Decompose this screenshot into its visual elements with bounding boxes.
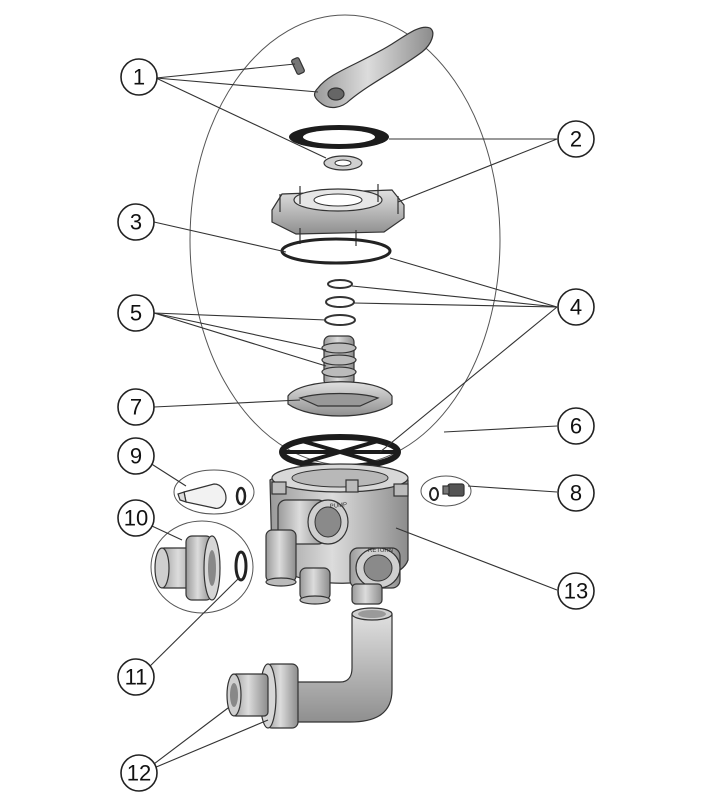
- callout-11: 11: [117, 658, 155, 696]
- callout-label: 10: [124, 506, 148, 531]
- leader-lines: [138, 63, 558, 774]
- callout-label: 5: [130, 301, 142, 326]
- callout-label: 4: [570, 295, 582, 320]
- callout-5: 5: [117, 294, 155, 332]
- callout-2: 2: [557, 120, 595, 158]
- callout-label: 2: [570, 127, 582, 152]
- callout-9: 9: [117, 437, 155, 475]
- callout-label: 13: [564, 579, 588, 604]
- valve-cover: [271, 184, 405, 246]
- callout-8: 8: [557, 474, 595, 512]
- callout-4: 4: [557, 288, 595, 326]
- cover-o-ring: [280, 237, 392, 265]
- handle-lever: [313, 26, 434, 109]
- callout-13: 13: [557, 572, 595, 610]
- callout-3: 3: [117, 203, 155, 241]
- callout-label: 1: [133, 65, 145, 90]
- port-label-return: RETURN: [368, 548, 393, 554]
- union-fitting: [154, 535, 221, 601]
- handle-washer: [323, 155, 363, 171]
- union-o-ring: [234, 550, 248, 582]
- adapter: [177, 483, 227, 509]
- callout-label: 3: [130, 210, 142, 235]
- small-o-ring-1: [327, 279, 353, 289]
- callout-6: 6: [557, 407, 595, 445]
- pipe-union: [226, 663, 299, 729]
- small-o-ring-2: [325, 296, 355, 308]
- cover-gasket: [289, 125, 389, 149]
- callout-label: 8: [570, 481, 582, 506]
- callout-12: 12: [120, 754, 158, 792]
- drain-plug: [442, 483, 465, 497]
- callout-1: 1: [120, 58, 158, 96]
- adapter-group-ellipse: [173, 469, 255, 515]
- callout-label: 12: [127, 761, 151, 786]
- pipe-elbow: [289, 607, 393, 723]
- adapter-o-ring: [235, 486, 247, 506]
- callout-7: 7: [117, 388, 155, 426]
- rotor-shaft: [321, 335, 357, 387]
- port-label-pump: PUMP: [330, 502, 348, 510]
- drain-o-ring: [429, 487, 439, 501]
- callout-label: 6: [570, 414, 582, 439]
- drain-plug-group-ellipse: [420, 475, 472, 507]
- rotor-disc: [287, 381, 393, 417]
- callout-label: 11: [125, 665, 148, 690]
- callout-label: 7: [130, 395, 142, 420]
- valve-body: [265, 463, 409, 605]
- small-o-ring-3: [324, 314, 356, 326]
- handle-pin: [291, 57, 305, 75]
- callout-10: 10: [117, 499, 155, 537]
- callout-label: 9: [130, 444, 142, 469]
- union-group-ellipse: [150, 520, 254, 614]
